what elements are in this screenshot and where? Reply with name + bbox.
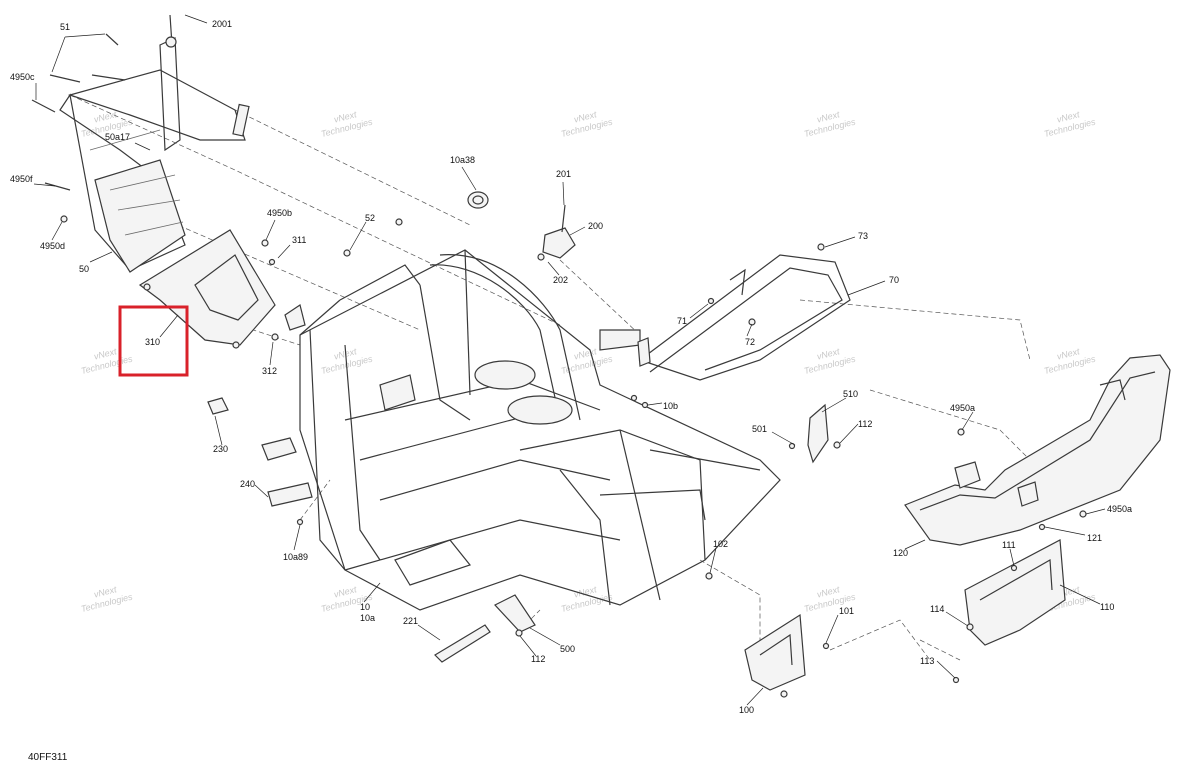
callout-73[interactable]: 73 [858, 231, 868, 241]
callout-52[interactable]: 52 [365, 213, 375, 223]
callout-50[interactable]: 50 [79, 264, 89, 274]
callout-4950c[interactable]: 4950c [10, 72, 35, 82]
callout-4950a[interactable]: 4950a [950, 403, 975, 413]
callout-312[interactable]: 312 [262, 366, 277, 376]
callout-4950f[interactable]: 4950f [10, 174, 33, 184]
callout-111[interactable]: 111 [1002, 540, 1016, 550]
callout-102[interactable]: 102 [713, 539, 728, 549]
main-frame [284, 249, 781, 611]
leader-lines [33, 14, 1106, 706]
cap-10a38 [467, 191, 489, 209]
callout-120[interactable]: 120 [893, 548, 908, 558]
highlight-box [118, 305, 189, 377]
callout-10a89[interactable]: 10a89 [283, 552, 308, 562]
callout-70[interactable]: 70 [889, 275, 899, 285]
callout-10[interactable]: 10 [360, 602, 370, 612]
callout-labels: 2001 51 4950c 50a17 4950f 4950d 50 4950b… [10, 19, 1132, 715]
rear-rack-70 [637, 254, 851, 381]
callout-221[interactable]: 221 [403, 616, 418, 626]
callout-50a17[interactable]: 50a17 [105, 132, 130, 142]
bracket-500 [494, 594, 536, 633]
callout-51[interactable]: 51 [60, 22, 70, 32]
bracket-100 [744, 613, 806, 691]
callout-10a38[interactable]: 10a38 [450, 155, 475, 165]
callout-311[interactable]: 311 [292, 235, 306, 245]
callout-500[interactable]: 500 [560, 644, 575, 654]
figure-code: 40FF311 [28, 752, 68, 763]
bracket-110 [964, 539, 1066, 646]
callout-72[interactable]: 72 [745, 337, 755, 347]
callout-200[interactable]: 200 [588, 221, 603, 231]
mounting-plate-310 [138, 229, 276, 349]
callout-510[interactable]: 510 [843, 389, 858, 399]
callout-114[interactable]: 114 [930, 604, 944, 614]
callout-201[interactable]: 201 [556, 169, 571, 179]
bracket-200 [537, 204, 576, 261]
callout-113[interactable]: 113 [920, 656, 934, 666]
bracket-230 [207, 397, 297, 461]
fasteners [31, 33, 1087, 698]
callout-110[interactable]: 110 [1100, 602, 1114, 612]
bracket-510 [807, 403, 829, 464]
callout-2001[interactable]: 2001 [212, 19, 232, 29]
callout-4950a[interactable]: 4950a [1107, 504, 1132, 514]
callout-112[interactable]: 112 [858, 419, 872, 429]
callout-230[interactable]: 230 [213, 444, 228, 454]
callout-71[interactable]: 71 [677, 316, 687, 326]
callout-4950b[interactable]: 4950b [267, 208, 292, 218]
callout-4950d[interactable]: 4950d [40, 241, 65, 251]
bracket-240 [267, 482, 313, 507]
callout-112[interactable]: 112 [531, 654, 545, 664]
callout-202[interactable]: 202 [553, 275, 568, 285]
assembly-lines [69, 94, 1041, 661]
front-rack-assembly [59, 14, 250, 273]
plate-221 [434, 624, 491, 663]
callout-310[interactable]: 310 [145, 337, 160, 347]
rear-bumper-120 [904, 354, 1171, 546]
callout-10a[interactable]: 10a [360, 613, 375, 623]
callout-501[interactable]: 501 [752, 424, 767, 434]
callout-10b[interactable]: 10b [663, 401, 678, 411]
callout-121[interactable]: 121 [1087, 533, 1102, 543]
callout-101[interactable]: 101 [839, 606, 854, 616]
callout-100[interactable]: 100 [739, 705, 754, 715]
callout-240[interactable]: 240 [240, 479, 255, 489]
